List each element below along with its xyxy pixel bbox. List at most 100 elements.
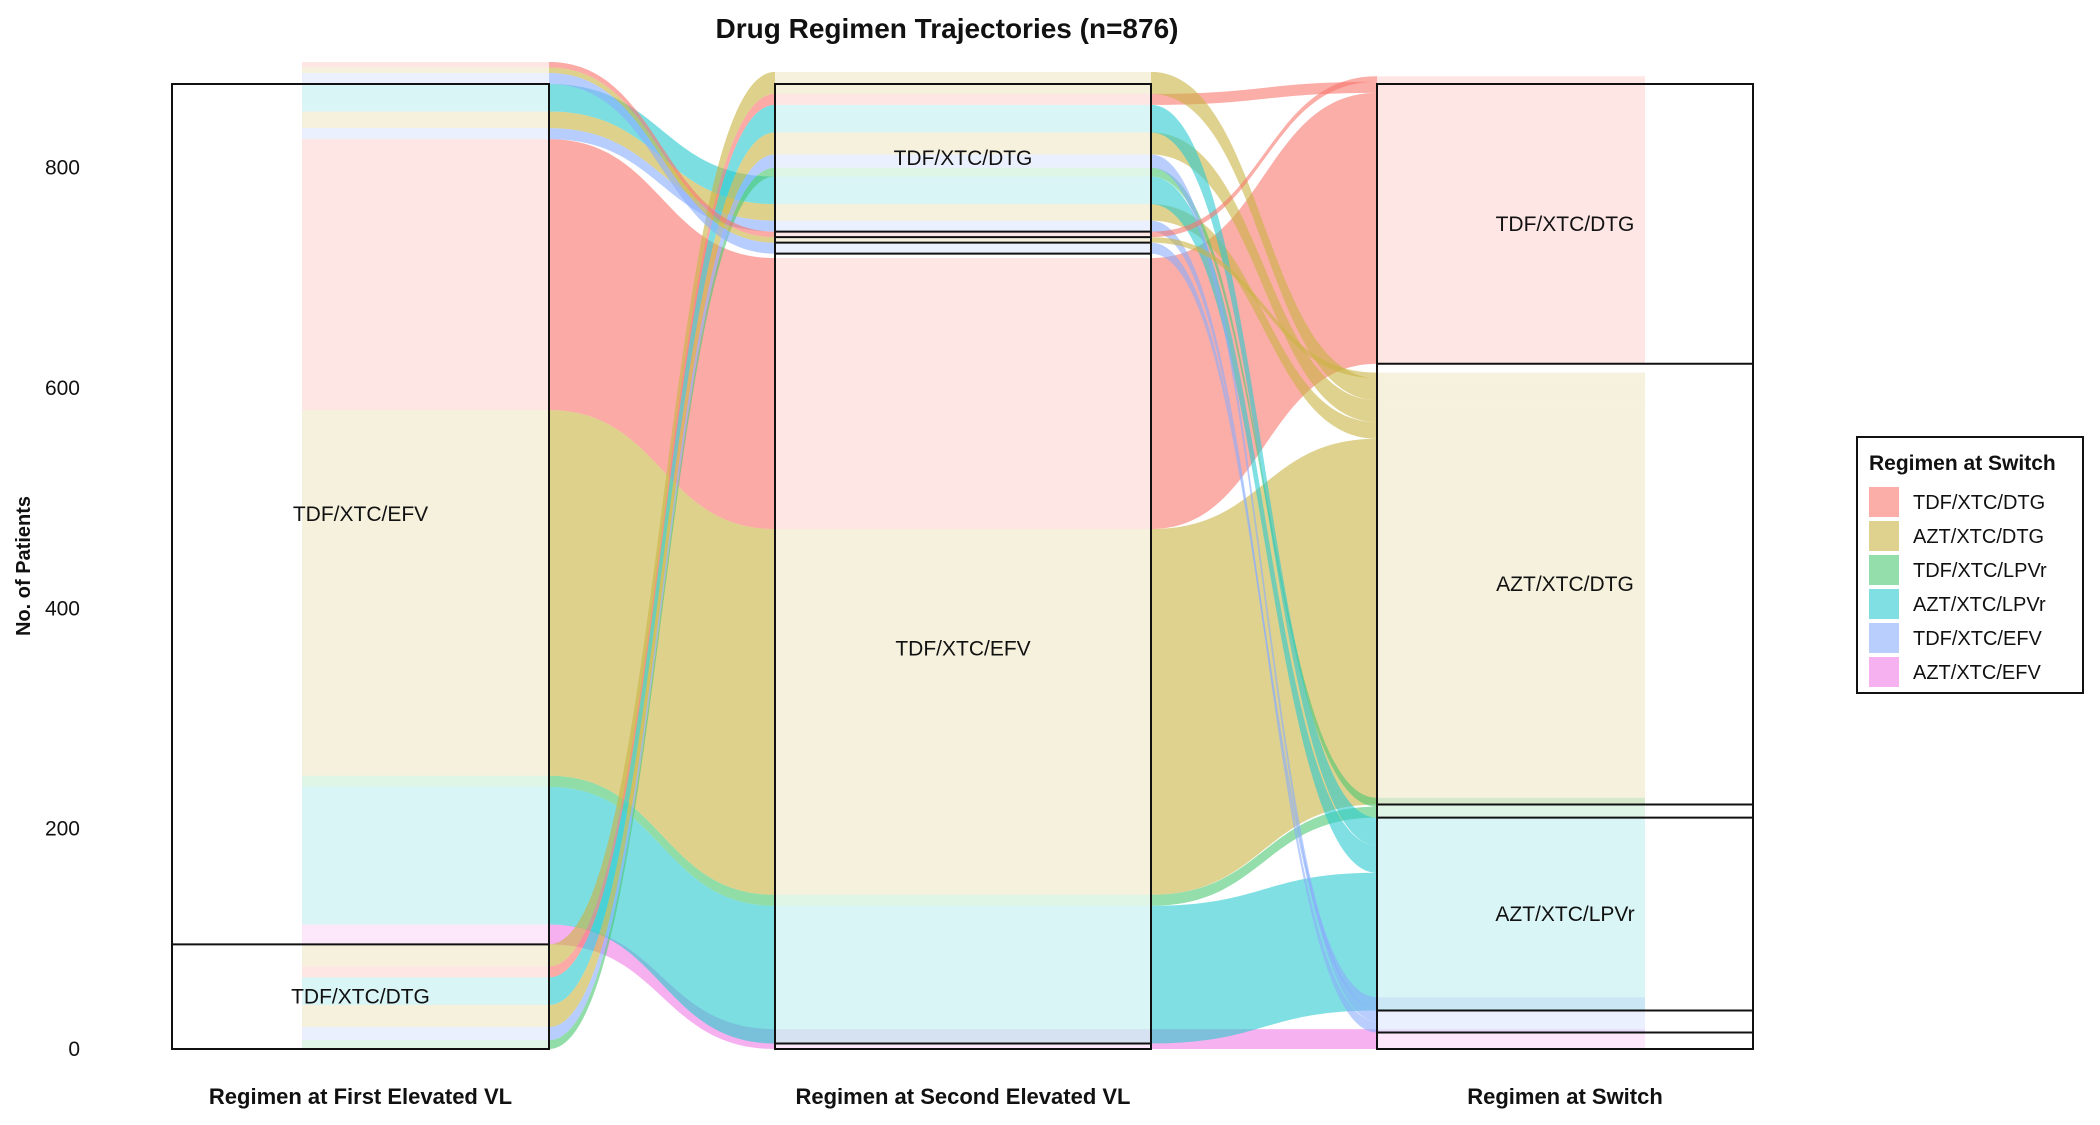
flow-ribbon [549, 167, 775, 1050]
strata-boxes-layer [171, 83, 1754, 1050]
flow-tint-first [302, 775, 549, 787]
flow-tint-second [775, 71, 1151, 94]
flow-tint-first [302, 67, 549, 73]
legend-swatch [1869, 487, 1899, 517]
flow-tint-switch [1377, 872, 1645, 1011]
flow-ribbon-switch [1151, 872, 1377, 1044]
stratum-label: TDF/XTC/DTG [894, 147, 1033, 170]
legend-label: TDF/XTC/EFV [1913, 628, 2043, 650]
flow-tint-second [775, 529, 1151, 895]
legend-label: AZT/XTC/DTG [1913, 526, 2044, 548]
x-axis-labels: Regimen at First Elevated VL Regimen at S… [209, 1084, 1663, 1109]
flow-tint-switch [1377, 1029, 1645, 1049]
legend-swatch [1869, 589, 1899, 619]
flow-ribbon-switch [1151, 81, 1377, 105]
x-axis-label: Regimen at Second Elevated VL [796, 1084, 1131, 1109]
flow-tint-first [302, 924, 549, 945]
flow-tint-first [302, 111, 549, 129]
flow-tint-switch [1377, 372, 1645, 379]
flow-tint-switch [1377, 76, 1645, 82]
stratum-label: TDF/XTC/DTG [1496, 213, 1635, 236]
flow-ribbon [549, 775, 775, 906]
flow-tint-switch [1377, 997, 1645, 1009]
flow-tint-switch [1377, 797, 1645, 807]
flow-ribbon-switch [1151, 242, 1377, 1009]
flow-tint-switch [1377, 438, 1645, 805]
axis-box [1376, 83, 1754, 1050]
legend-title: Regimen at Switch [1869, 452, 2056, 475]
flow-tint-switch [1377, 378, 1645, 401]
flow-ribbon [549, 410, 775, 895]
flow-tint-second [775, 258, 1151, 530]
axis-box [171, 83, 550, 1050]
flow-ribbon [549, 61, 775, 238]
flow-tint-second [775, 176, 1151, 205]
flow-ribbon-switch [1151, 92, 1377, 530]
flow-ribbon [549, 139, 775, 530]
flow-tint-first [302, 977, 549, 1005]
x-axis-label: Regimen at Switch [1467, 1084, 1663, 1109]
flow-tint-switch [1377, 422, 1645, 439]
y-tick-label: 0 [68, 1038, 80, 1061]
flow-tint-second [775, 894, 1151, 906]
flow-ribbon-switch [1151, 71, 1377, 401]
flow-tint-first [302, 84, 549, 112]
flow-tint-first [302, 1026, 549, 1041]
flow-tint-switch [1377, 845, 1645, 873]
flow-ribbon [549, 93, 775, 978]
legend-swatch [1869, 521, 1899, 551]
flow-tint-second [775, 104, 1151, 133]
legend-swatch [1869, 555, 1899, 585]
x-axis-label: Regimen at First Elevated VL [209, 1084, 512, 1109]
y-ticks: 0 200 400 600 800 [45, 157, 80, 1061]
flow-tint-first [302, 1040, 549, 1049]
flow-tint-first [302, 128, 549, 140]
legend-swatch [1869, 623, 1899, 653]
flow-ribbon [549, 924, 775, 1049]
y-tick-label: 400 [45, 597, 80, 620]
stratum-label: AZT/XTC/LPVr [1495, 903, 1634, 926]
labels-layer: TDF/XTC/DTG TDF/XTC/EFV TDF/XTC/EFV TDF/XTC… [291, 147, 1635, 1009]
y-axis-label: No. of Patients [13, 496, 35, 636]
flow-tint-second [775, 167, 1151, 177]
flow-tint-switch [1377, 806, 1645, 818]
flow-tint-switch [1377, 81, 1645, 93]
flow-ribbon-switch [1151, 132, 1377, 423]
flow-tint-first [302, 61, 549, 68]
chart-title: Drug Regimen Trajectories (n=876) [716, 13, 1179, 44]
flow-tint-second [775, 905, 1151, 1044]
legend-label: AZT/XTC/LPVr [1913, 594, 2046, 616]
stratum-label: TDF/XTC/DTG [291, 986, 430, 1009]
axis-box [774, 83, 1152, 1050]
flow-tint-switch [1377, 1008, 1645, 1022]
stratum-label: TDF/XTC/EFV [293, 503, 428, 526]
flow-ribbon [549, 128, 775, 232]
stratum-label: AZT/XTC/DTG [1496, 573, 1634, 596]
flow-ribbon [549, 71, 775, 967]
flow-tint-second [775, 220, 1151, 232]
flow-tint-switch [1377, 1021, 1645, 1033]
flow-tint-first [302, 966, 549, 978]
flow-ribbon-switch [1151, 76, 1377, 238]
y-tick-label: 600 [45, 377, 80, 400]
flow-tint-second [775, 93, 1151, 105]
flow-tint-first [302, 1004, 549, 1027]
flow-ribbon-switch [1151, 237, 1377, 379]
flow-ribbon [549, 154, 775, 1041]
flow-tint-first [302, 786, 549, 925]
y-tick-label: 200 [45, 818, 80, 841]
flow-tint-first [302, 410, 549, 776]
flow-tint-first [302, 72, 549, 84]
legend-swatch [1869, 657, 1899, 687]
flow-ribbon [549, 786, 775, 1044]
legend-label: AZT/XTC/EFV [1913, 662, 2041, 684]
y-tick-label: 800 [45, 157, 80, 180]
flow-ribbon [549, 132, 775, 1027]
legend-label: TDF/XTC/DTG [1913, 492, 2045, 514]
flow-tint-second [775, 242, 1151, 254]
flow-tint-second [775, 132, 1151, 155]
stratum-label: TDF/XTC/EFV [895, 638, 1030, 661]
